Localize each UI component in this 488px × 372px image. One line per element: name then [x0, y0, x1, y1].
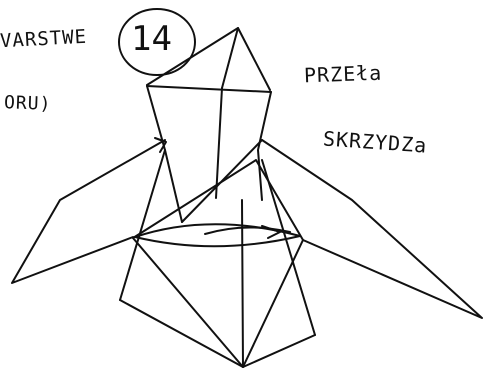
central-diamond-cross [182, 140, 262, 222]
upper-band-line [147, 86, 271, 92]
step-number: 14 [131, 22, 172, 56]
lower-left-fold [120, 300, 243, 367]
left-wing-outline [12, 140, 165, 283]
left-wing-inner-fold [120, 150, 165, 300]
right-wing-outline [262, 140, 482, 318]
annotation-skrzydla: SKRZYDZa [322, 128, 427, 155]
lower-triangle [133, 238, 303, 367]
annotation-warstwe: VARSTWE [0, 28, 88, 52]
lower-center-line [242, 200, 243, 367]
lower-right-fold [243, 335, 315, 367]
annotation-opcji: ORU) [4, 94, 52, 114]
annotation-przez: PRZEła [304, 63, 383, 86]
